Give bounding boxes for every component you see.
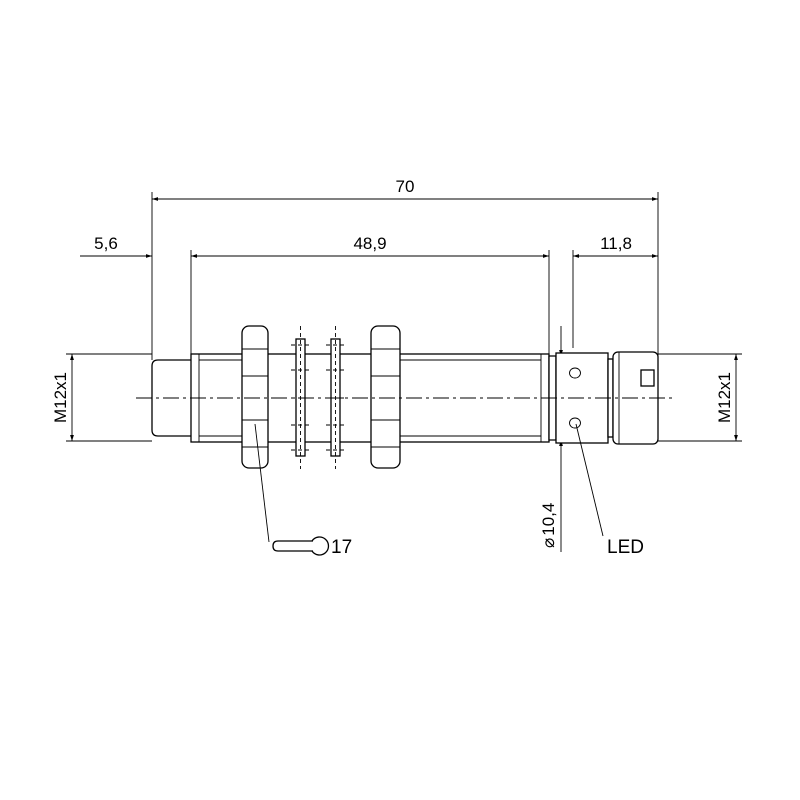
lock-washer-left (291, 326, 310, 469)
diameter-value: 10,4 (539, 503, 558, 536)
connector-key (640, 369, 655, 387)
dimension-thread-size-left: M12x1 (51, 354, 74, 441)
wrench-size-callout: 17 (254, 423, 352, 558)
led-window-top (569, 367, 581, 379)
wrench-size-label: 17 (331, 537, 352, 558)
diameter-symbol: ⌀ (539, 538, 558, 548)
dim-70-label: 70 (396, 177, 415, 196)
diameter-label: ⌀ 10,4 (539, 503, 558, 548)
thread-size-left-label: M12x1 (51, 372, 70, 423)
led-label: LED (607, 537, 644, 558)
dimension-thread-size-right: M12x1 (715, 354, 738, 441)
led-leader (575, 423, 604, 537)
lock-washer-right (326, 326, 345, 469)
dim-11-8-label: 11,8 (600, 234, 632, 253)
dim-5-6-label: 5,6 (94, 234, 118, 253)
dimension-connector-length: 11,8 (573, 234, 658, 258)
hex-nut-left (241, 325, 269, 469)
hex-nut-right (370, 325, 401, 469)
wrench-icon (272, 536, 330, 556)
dim-48-9-label: 48,9 (353, 234, 386, 253)
dimension-front-thread: 5,6 (80, 234, 201, 258)
wrench-leader (254, 423, 270, 543)
led-window-bottom (569, 417, 581, 429)
dimension-overall: 70 (152, 177, 658, 201)
dimension-diameter: ⌀ 10,4 (539, 326, 563, 552)
led-callout: LED (575, 423, 644, 558)
extension-lines (66, 192, 742, 442)
thread-size-right-label: M12x1 (715, 372, 734, 423)
dimension-thread-length: 48,9 (191, 234, 549, 258)
